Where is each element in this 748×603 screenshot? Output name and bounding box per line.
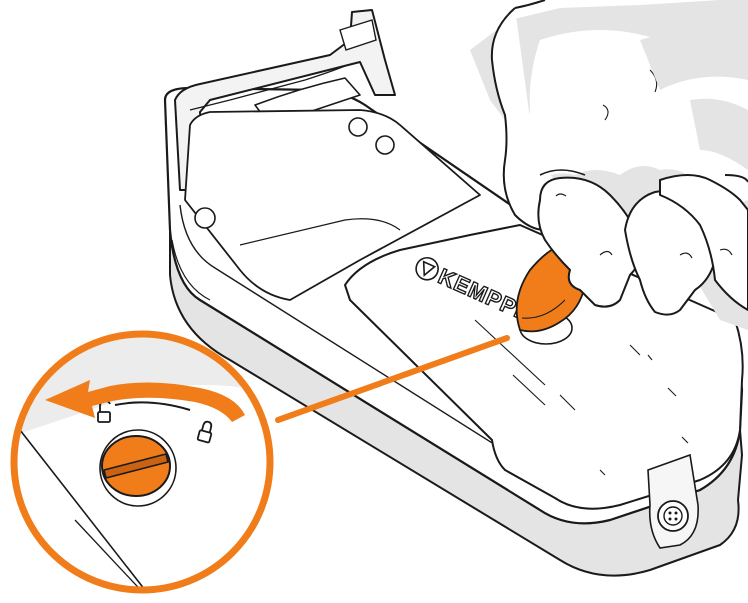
panel-screw-hole	[376, 136, 394, 154]
panel-screw-hole	[195, 208, 215, 228]
panel-screw-hole	[349, 118, 367, 136]
connector-port	[648, 455, 698, 548]
